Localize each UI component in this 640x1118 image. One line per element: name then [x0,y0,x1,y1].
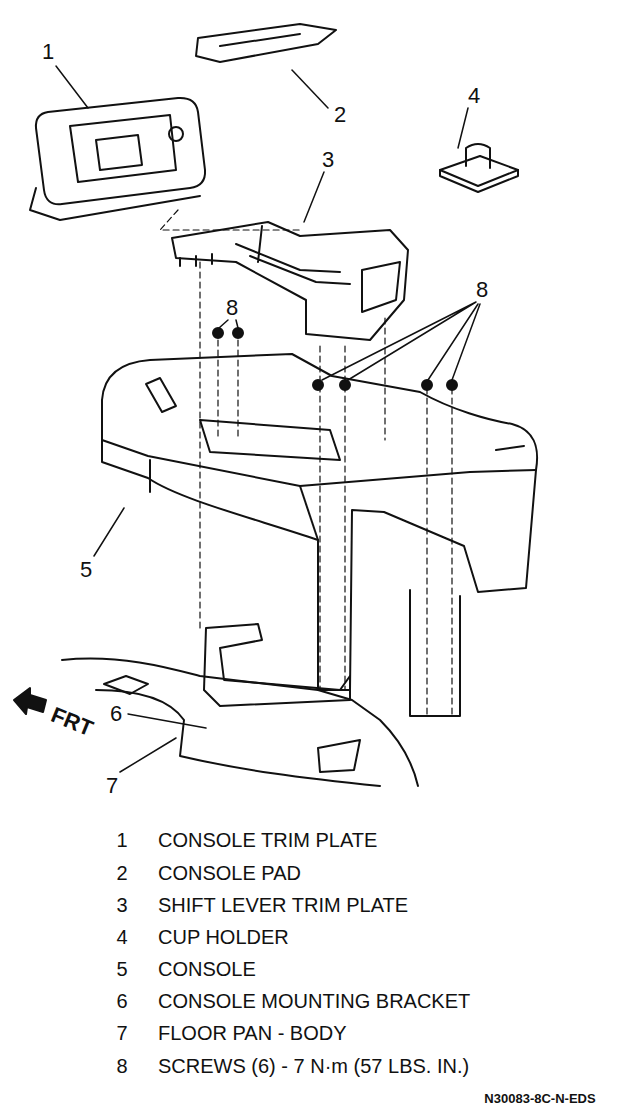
part-name: CUP HOLDER [158,927,289,947]
part-name: SCREWS (6) - 7 N·m (57 LBS. IN.) [158,1056,469,1076]
legend-number: 3 [116,895,127,915]
legend-number: 2 [116,863,127,883]
part-name: SHIFT LEVER TRIM PLATE [158,895,408,915]
part-name: CONSOLE PAD [158,863,301,883]
callout-number: 8 [476,279,488,301]
callout-number: 6 [110,703,122,725]
callout-number: 5 [80,559,92,581]
legend-number: 6 [116,991,127,1011]
callout-number: 2 [334,104,346,126]
part-name: CONSOLE [158,959,256,979]
part-name: CONSOLE TRIM PLATE [158,830,377,850]
callout-number: 4 [468,85,480,107]
callout-number: 8 [226,297,238,319]
part-name: FLOOR PAN - BODY [158,1023,347,1043]
legend-number: 4 [116,927,127,947]
legend-number: 5 [116,959,127,979]
legend-number: 1 [116,830,127,850]
direction-label: FRT [48,704,96,740]
callout-number: 7 [106,775,118,797]
figure-code: N30083-8C-N-EDS [484,1092,595,1105]
legend-number: 8 [116,1056,127,1076]
part-name: CONSOLE MOUNTING BRACKET [158,991,470,1011]
callout-number: 3 [322,149,334,171]
callout-number: 1 [42,41,54,63]
legend-number: 7 [116,1023,127,1043]
